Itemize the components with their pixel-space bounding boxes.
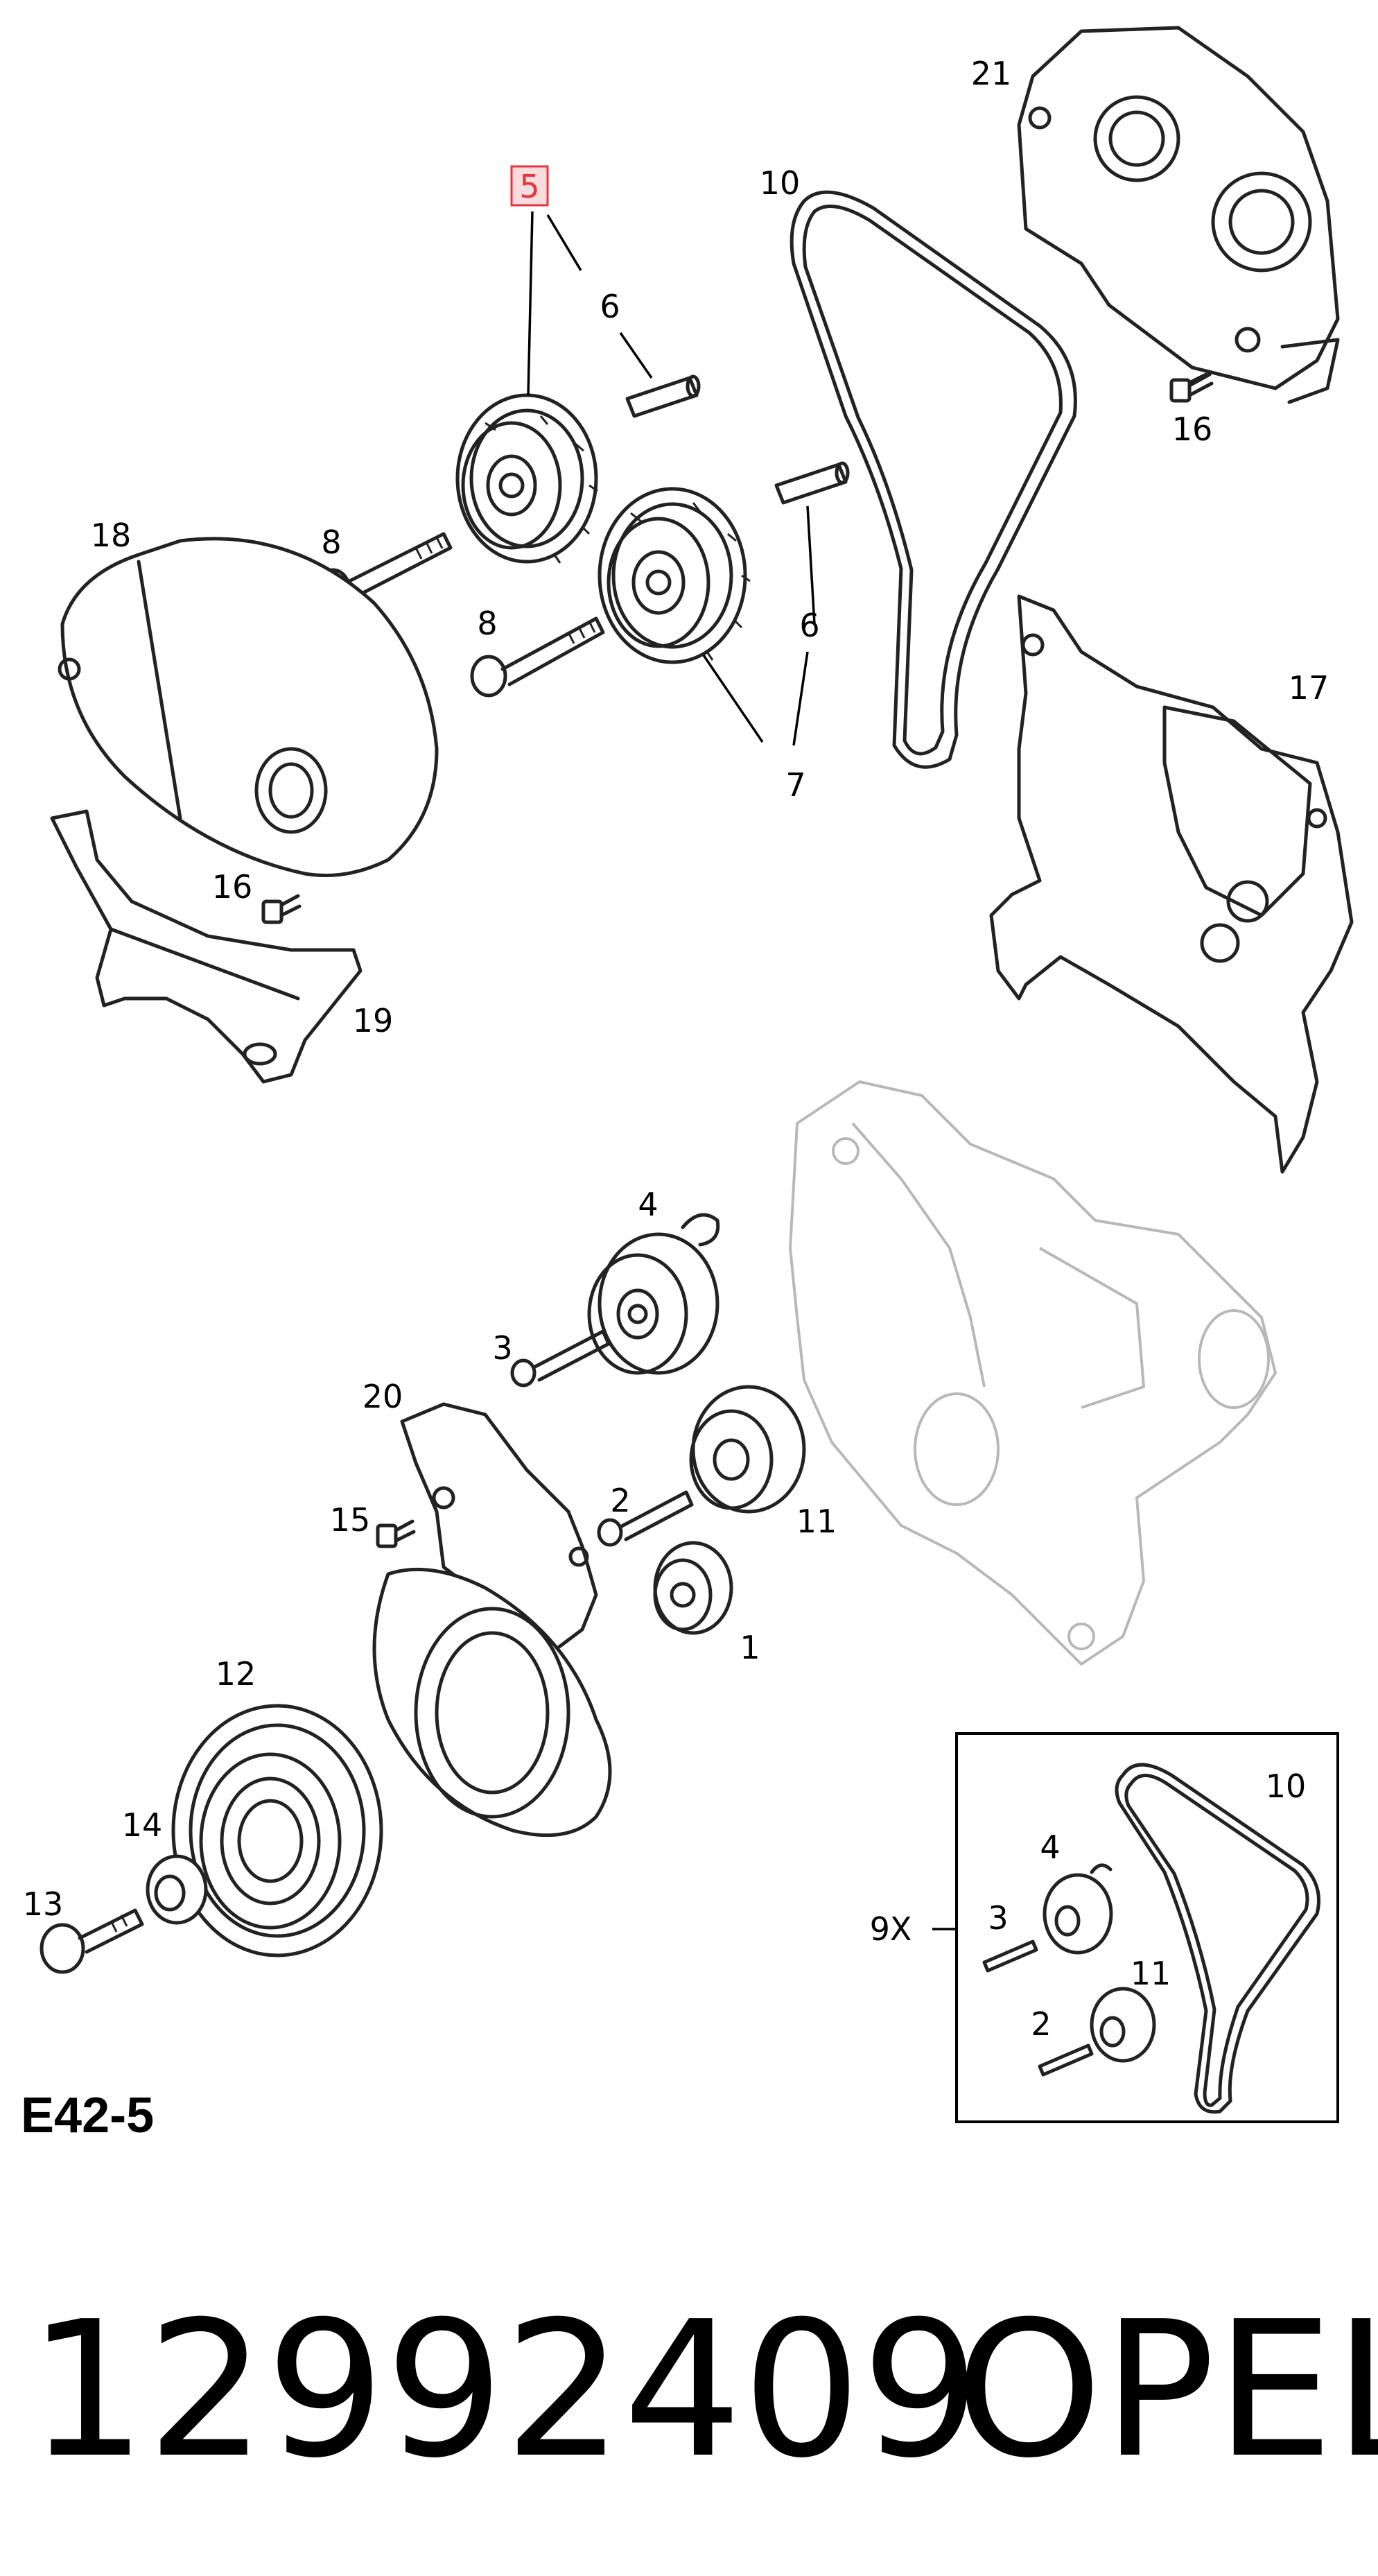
part-11-idler [689, 1385, 806, 1514]
part-3-bolt [510, 1329, 611, 1388]
callout-6a: 6 [600, 288, 620, 325]
seal-housing [372, 1567, 612, 1838]
callout-4a: 4 [638, 1186, 658, 1223]
callout-10a: 10 [760, 164, 801, 202]
callout-17: 17 [1289, 669, 1329, 707]
part-16-bolt-lower [261, 894, 302, 924]
part-12-damper-pulley [171, 1704, 383, 1957]
callout-2a: 2 [610, 1482, 630, 1519]
part-16-bolt-upper [1169, 372, 1214, 403]
callout-18: 18 [91, 517, 132, 554]
part-6-dowel-pins [625, 374, 850, 505]
part-13-crank-bolt [40, 1908, 144, 1974]
callout-20: 20 [363, 1378, 403, 1415]
part-20-cover-plate [400, 1402, 598, 1652]
callout-8b: 8 [477, 605, 497, 642]
part-2-bolt [597, 1490, 694, 1547]
callout-6b: 6 [799, 607, 819, 644]
part-17-gasket [989, 594, 1354, 1174]
callouts: 5 6 6 7 8 8 10 21 16 18 17 16 19 4 3 20 … [23, 55, 1329, 2043]
part-number: 12992409 [28, 2281, 980, 2499]
callout-16b: 16 [212, 868, 253, 906]
callout-12: 12 [216, 1655, 256, 1693]
callout-7: 7 [785, 766, 805, 804]
callout-8a: 8 [321, 524, 341, 561]
part-18-front-cover [58, 537, 439, 877]
callout-3a: 3 [492, 1329, 512, 1367]
callout-21: 21 [971, 55, 1012, 92]
brand-name: OPEL [955, 2281, 1378, 2499]
callout-10b: 10 [1266, 1767, 1307, 1805]
leader-lines [527, 211, 816, 746]
part-15-bolt [376, 1519, 416, 1548]
callout-4b: 4 [1040, 1829, 1060, 1866]
callout-3b: 3 [988, 1899, 1008, 1937]
part-4-tensioner [587, 1213, 720, 1375]
callout-11a: 11 [796, 1503, 837, 1540]
part-14-washer [146, 1854, 208, 1925]
highlight-box [510, 165, 549, 207]
engine-block-ghost [789, 1080, 1277, 1666]
callout-13: 13 [23, 1885, 64, 1923]
inset-quantity-label: 9X [870, 1910, 912, 1948]
figure-code: E42-5 [21, 2088, 154, 2143]
part-21-rear-cover [1017, 26, 1340, 404]
callout-1: 1 [740, 1629, 760, 1666]
part-7-vvt-sprocket [598, 487, 751, 664]
part-19-lower-guard [50, 809, 363, 1084]
part-1-crank-sprocket [653, 1541, 733, 1635]
part-5-cam-sprocket [455, 393, 598, 564]
callout-2b: 2 [1031, 2005, 1051, 2043]
callout-5: 5 [519, 168, 539, 205]
callout-11b: 11 [1131, 1955, 1171, 1992]
inset-kit-box [932, 1732, 1339, 2123]
part-8-bolt-lower [470, 616, 605, 698]
callout-19: 19 [353, 1002, 394, 1039]
callout-14: 14 [122, 1806, 163, 1844]
part-10-timing-belt [790, 190, 1077, 769]
callout-15: 15 [330, 1501, 371, 1539]
callout-16a: 16 [1172, 410, 1213, 448]
